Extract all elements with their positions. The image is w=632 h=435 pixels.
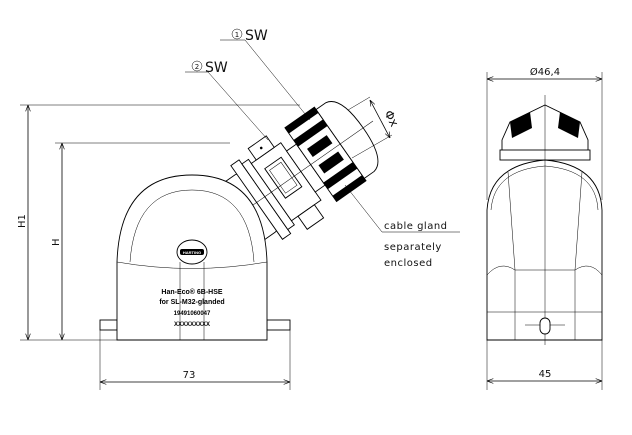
dim-h1: H1 xyxy=(17,214,28,228)
phi-x-label: Φx xyxy=(381,108,401,129)
callout-1-circle xyxy=(231,28,243,40)
marking-line2: for SL-M32-glanded xyxy=(159,299,224,306)
dim-73: 73 xyxy=(183,370,196,381)
marking-line1: Han-Eco® 6B-HSE xyxy=(161,288,222,296)
callout-2-number: 2 xyxy=(195,63,199,71)
marking-line4: XXXXXXXXX xyxy=(174,322,210,328)
marking-line3: 19491060047 xyxy=(174,311,211,317)
cable-gland-label: cable gland xyxy=(384,221,448,232)
dim-h: H xyxy=(51,238,62,246)
sw1-label: SW xyxy=(245,28,268,44)
callout-1-number: 1 xyxy=(235,31,239,39)
enclosed-label: enclosed xyxy=(384,258,433,269)
dim-45: 45 xyxy=(539,369,552,380)
dim-diameter: Ø46,4 xyxy=(530,66,560,78)
sw2-label: SW xyxy=(205,60,228,76)
callout-2-circle xyxy=(191,60,203,72)
brand-text: HARTING xyxy=(183,250,201,255)
front-view: Ø46,4 45 xyxy=(486,66,603,390)
separately-label: separately xyxy=(384,242,442,253)
side-view: HARTING Han-Eco® 6B-HSE for SL-M32-gland… xyxy=(17,28,460,390)
